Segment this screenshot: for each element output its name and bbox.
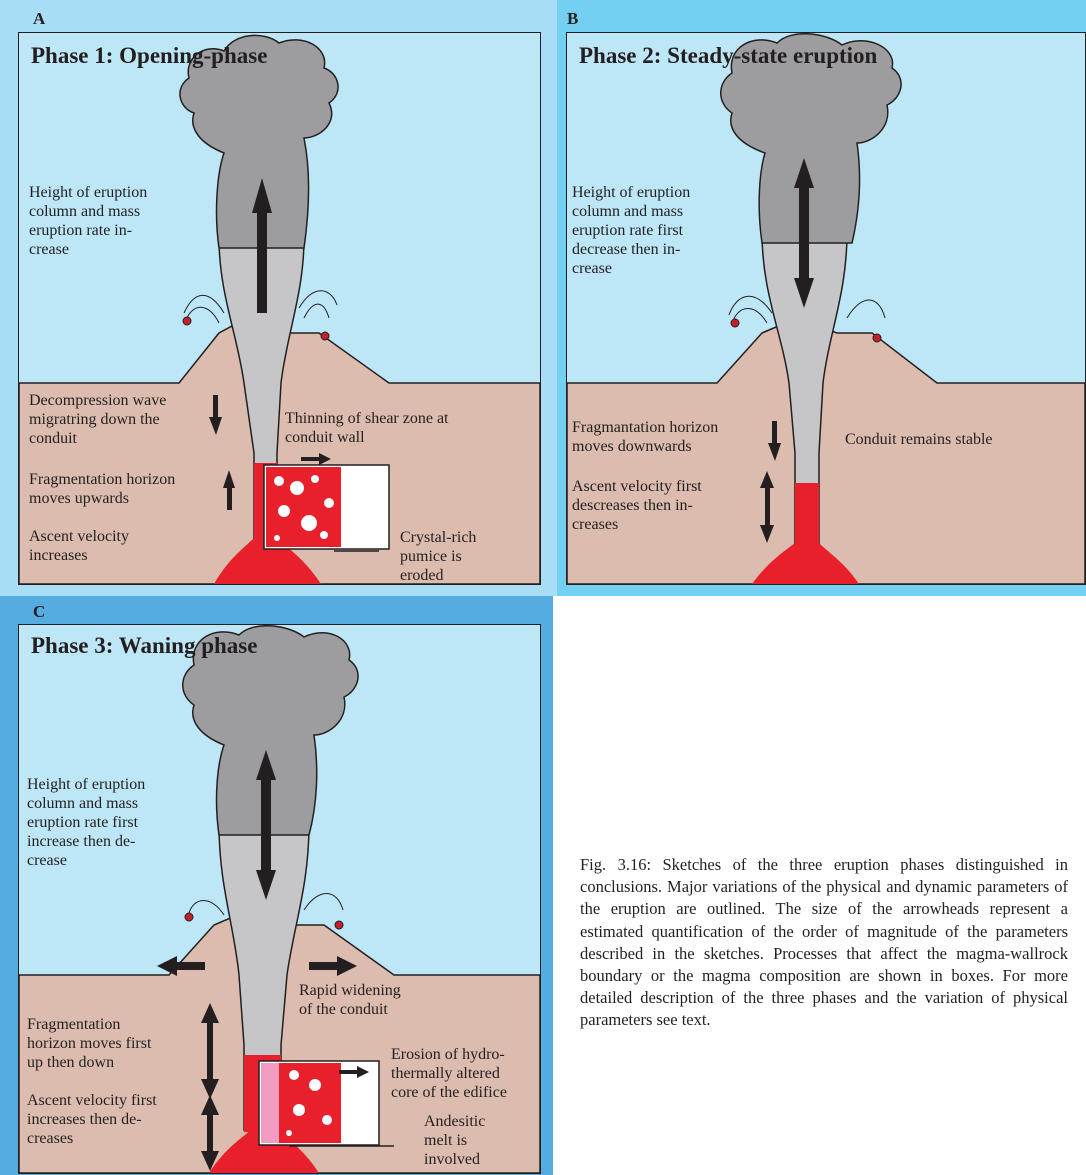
ejecta-trail — [184, 295, 224, 313]
page-title: Phase 1: Opening-phase — [31, 43, 267, 69]
magma-in-conduit — [795, 483, 819, 545]
label-ascent: Ascent velocity increases — [29, 527, 129, 565]
volcanic-bomb — [335, 921, 343, 929]
page-title: Phase 2: Steady-state eruption — [579, 43, 877, 69]
panel-c-diagram: Phase 3: Waning phase Height of eruption… — [18, 624, 541, 1174]
ejecta-trail — [304, 893, 343, 910]
panel-c: C — [0, 596, 553, 1175]
label-fragmentation: Fragmantation horizon moves downwards — [572, 418, 718, 456]
panel-a-diagram: Phase 1: Opening-phase Height of eruptio… — [18, 32, 541, 585]
label-erosion: Erosion of hydro- thermally altered core… — [391, 1045, 507, 1102]
panel-b-diagram: Phase 2: Steady-state eruption Height of… — [566, 32, 1086, 585]
ejecta-trail — [304, 304, 329, 318]
volcanic-bomb — [185, 913, 193, 921]
label-andesitic: Andesitic melt is involved — [424, 1112, 485, 1169]
label-ascent: Ascent velocity first descreases then in… — [572, 477, 702, 534]
label-shear: Thinning of shear zone at conduit wall — [285, 409, 449, 447]
inset-andesitic-melt — [261, 1063, 279, 1143]
label-column: Height of eruption column and mass erupt… — [572, 183, 690, 278]
panel-b: B Phase 2: Steady-state eruption Height … — [557, 0, 1086, 596]
label-pumice: Crystal-rich pumice is eroded — [400, 528, 476, 585]
label-conduit: Conduit remains stable — [845, 430, 993, 449]
panel-letter: A — [33, 9, 45, 29]
page-title: Phase 3: Waning phase — [31, 633, 257, 659]
ejecta-trail — [847, 300, 885, 318]
volcanic-bomb — [731, 319, 739, 327]
label-decompression: Decompression wave migratring down the c… — [29, 391, 166, 448]
ejecta-trail — [187, 307, 219, 323]
label-fragmentation: Fragmentation horizon moves upwards — [29, 470, 175, 508]
panel-a: A — [0, 0, 557, 596]
panel-letter: B — [567, 9, 578, 29]
ejecta-trail — [189, 901, 224, 916]
panel-letter: C — [33, 602, 45, 622]
volcanic-bomb — [321, 332, 329, 340]
ejecta-trail — [299, 291, 337, 308]
label-fragmentation: Fragmentation horizon moves first up the… — [27, 1015, 151, 1072]
label-widening: Rapid widening of the conduit — [299, 981, 401, 1019]
ejecta-trail — [729, 296, 772, 315]
figure-caption: Fig. 3.16: Sketches of the three eruptio… — [580, 854, 1068, 1032]
volcanic-bomb — [183, 317, 191, 325]
label-column: Height of eruption column and mass erupt… — [27, 775, 145, 870]
label-column: Height of eruption column and mass erupt… — [29, 183, 147, 259]
volcanic-bomb — [873, 334, 881, 342]
label-ascent: Ascent velocity first increases then de-… — [27, 1091, 157, 1148]
